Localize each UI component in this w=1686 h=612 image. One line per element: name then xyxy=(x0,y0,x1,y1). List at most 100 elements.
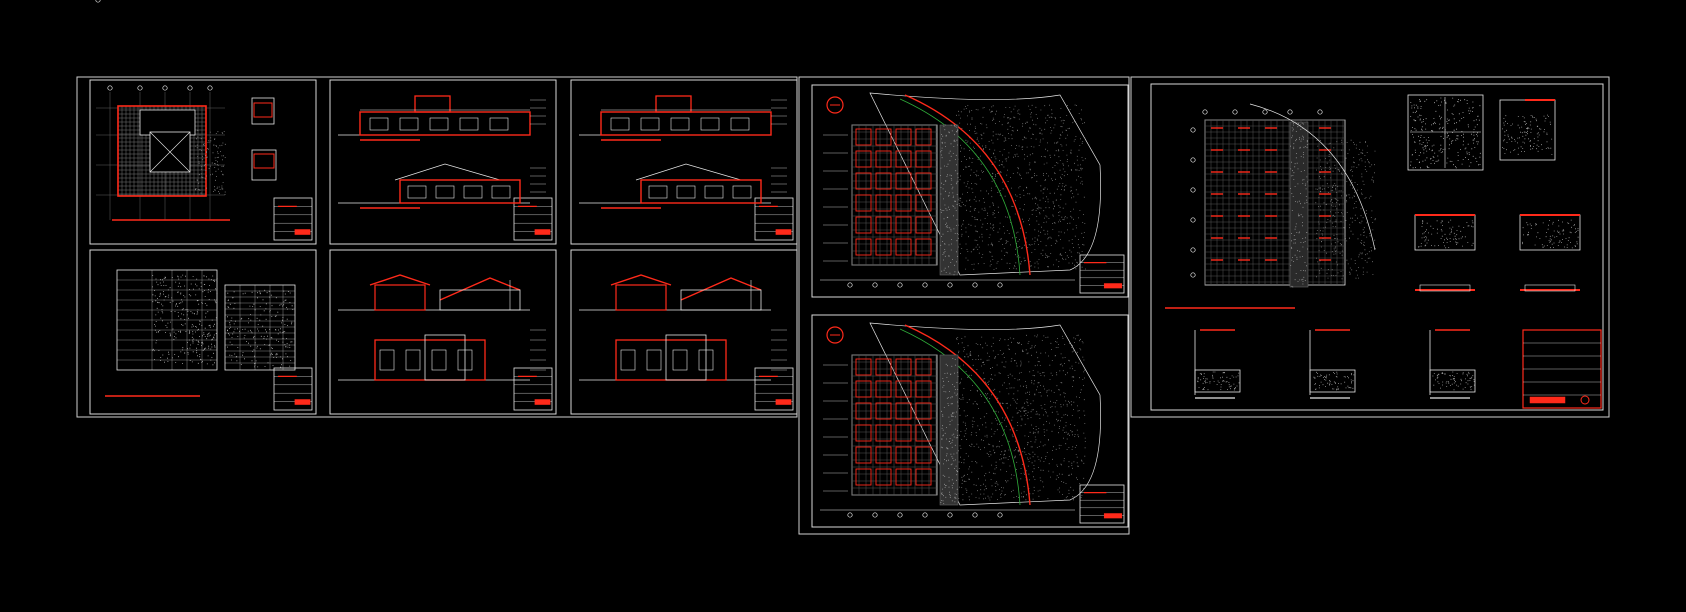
site-room xyxy=(875,468,892,486)
middle-sheet-group-frame xyxy=(798,76,1130,535)
grid-axis-bubble xyxy=(1190,187,1196,193)
site-room xyxy=(915,172,932,190)
section-opening xyxy=(457,349,473,371)
hatch-dots xyxy=(152,274,218,366)
detail-footing-block xyxy=(1309,369,1356,393)
elevation-window xyxy=(648,185,668,199)
grid-axis-bubble xyxy=(947,512,953,518)
site-room xyxy=(875,150,892,168)
hatch-dots xyxy=(227,289,294,368)
sheet-sections-b[interactable] xyxy=(570,249,798,415)
grid-axis-bubble xyxy=(872,282,878,288)
sheet-elevations-a[interactable] xyxy=(329,79,557,245)
site-room xyxy=(855,380,872,398)
plan-cross xyxy=(149,131,191,173)
sheet-sections-a[interactable] xyxy=(329,249,557,415)
hatch-dots xyxy=(1502,114,1553,155)
sheet-border xyxy=(329,79,557,245)
title-block-stamp xyxy=(1103,513,1123,519)
grid-axis-bubble xyxy=(1190,272,1196,278)
plan-room xyxy=(139,109,196,136)
elevation-window xyxy=(399,117,419,131)
hatch-dots xyxy=(940,358,959,504)
elevation-window xyxy=(429,117,449,131)
site-room xyxy=(875,380,892,398)
elevation-roof-block xyxy=(655,95,692,113)
site-room xyxy=(915,358,932,376)
site-room xyxy=(855,172,872,190)
site-room xyxy=(875,194,892,212)
hatch-dots xyxy=(1290,122,1309,288)
site-room xyxy=(895,358,912,376)
grid-axis-bubble xyxy=(1202,109,1208,115)
elevation-window xyxy=(459,117,479,131)
title-block-stamp xyxy=(294,399,311,405)
sheet-frames xyxy=(76,76,1610,535)
grid-axis-bubble xyxy=(897,282,903,288)
site-room xyxy=(855,216,872,234)
left-sheet-group-frame xyxy=(76,76,798,418)
site-room xyxy=(855,238,872,256)
detail-footing xyxy=(1524,284,1576,292)
grid-axis-bubble xyxy=(872,512,878,518)
hatch-dots xyxy=(195,129,226,195)
title-block xyxy=(1079,484,1125,524)
detail-boundary-curve xyxy=(1249,103,1376,251)
detail-footing-block xyxy=(1429,369,1476,393)
grid-axis-bubble xyxy=(187,85,193,91)
grid-axis-bubble xyxy=(922,512,928,518)
grid-axis-bubble xyxy=(207,85,213,91)
site-room xyxy=(875,402,892,420)
sheet-site-plan-bottom[interactable] xyxy=(811,314,1129,528)
sheet-schedule-table[interactable] xyxy=(89,249,317,415)
elevation-window xyxy=(670,117,690,131)
site-room xyxy=(895,380,912,398)
section-opening xyxy=(698,349,714,371)
sheet-border xyxy=(329,249,557,415)
sheet-border xyxy=(570,79,798,245)
title-block-stamp xyxy=(294,229,311,235)
title-block-stamp xyxy=(1103,283,1123,289)
section-opening xyxy=(405,349,421,371)
site-room xyxy=(895,150,912,168)
title-block xyxy=(513,197,553,241)
site-room xyxy=(895,424,912,442)
site-green-curve xyxy=(899,98,1021,276)
detail-box-b xyxy=(251,149,277,181)
grid-axis-bubble xyxy=(107,85,113,91)
sheet-site-plan-top[interactable] xyxy=(811,84,1129,298)
detail-box-a xyxy=(251,97,275,125)
grid-axis-bubble xyxy=(1262,109,1268,115)
sheet-border xyxy=(1150,83,1604,411)
hatch-dots xyxy=(1522,219,1579,249)
site-room xyxy=(895,172,912,190)
hatch-dots xyxy=(1315,139,1376,280)
elevation-window xyxy=(732,185,752,199)
elevation-window xyxy=(700,117,720,131)
section-roof-a xyxy=(369,274,431,286)
right-sheet-group-frame xyxy=(1130,76,1610,418)
grid-axis-bubble xyxy=(897,512,903,518)
section-room-b xyxy=(439,289,521,311)
title-block xyxy=(513,367,553,411)
section-roof-a xyxy=(610,274,672,286)
logo-mark-icon xyxy=(1580,395,1590,405)
site-room xyxy=(915,128,932,146)
site-boundary xyxy=(869,92,1101,276)
section-opening xyxy=(672,349,688,371)
hatch-dots xyxy=(955,334,1086,501)
site-green-curve xyxy=(899,328,1021,506)
site-room xyxy=(895,194,912,212)
site-room xyxy=(855,402,872,420)
title-block-stamp xyxy=(534,399,551,405)
sheet-construction-details[interactable] xyxy=(1150,83,1604,411)
sheet-floor-plan[interactable] xyxy=(89,0,317,245)
grid-axis-bubble xyxy=(947,282,953,288)
site-room xyxy=(915,446,932,464)
sheet-elevations-b[interactable] xyxy=(570,79,798,245)
grid-axis-bubble xyxy=(847,282,853,288)
detail-box-hatched xyxy=(1407,94,1484,171)
site-boundary xyxy=(869,322,1101,506)
grid-axis-bubble xyxy=(1190,217,1196,223)
